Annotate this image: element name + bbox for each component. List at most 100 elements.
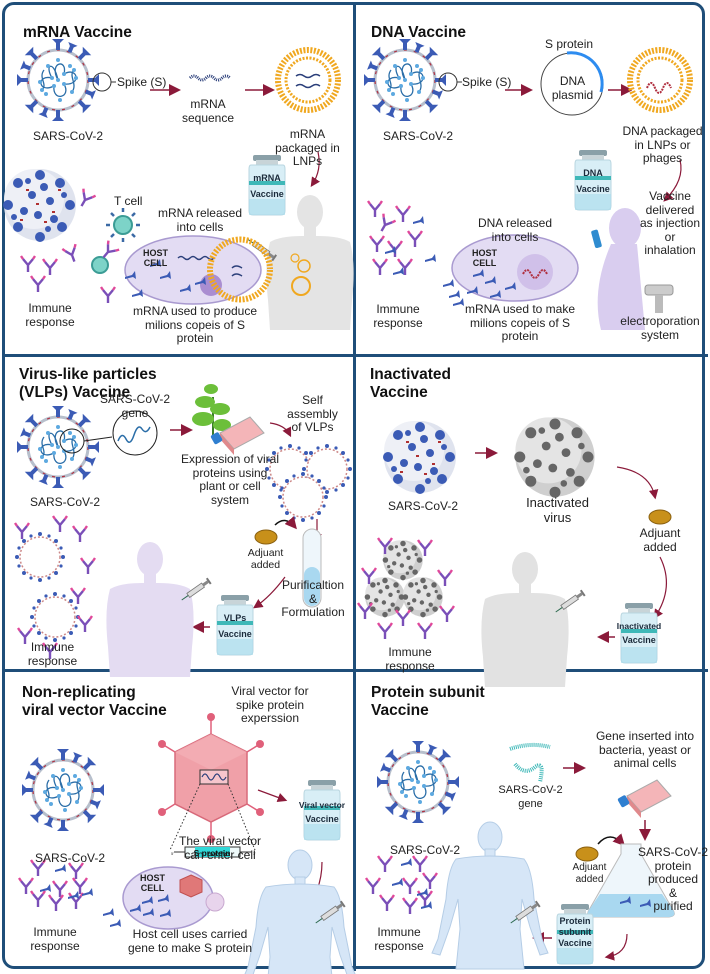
purification-label: Purificaltion&Formulation xyxy=(281,578,345,619)
vaccine-vial-icon xyxy=(574,149,612,211)
mrna-illustration: mRNA Vaccine xyxy=(0,20,354,330)
virus-label: SARS-CoV-2 xyxy=(383,129,454,143)
plant-icon xyxy=(192,384,231,439)
arrow-icon xyxy=(310,151,320,187)
svg-text:Vaccine: Vaccine xyxy=(558,938,592,948)
vlp-illustration: VLPs Vaccine xyxy=(0,384,353,677)
lipid-nanoparticle-icon xyxy=(630,50,690,110)
arrow-icon xyxy=(616,466,659,500)
virus-label: SARS-CoV-2 xyxy=(35,851,106,865)
virus-label: SARS-CoV-2 xyxy=(388,499,459,513)
human-body-icon xyxy=(241,849,359,974)
gene-strand-icon xyxy=(509,742,551,783)
virus-3d-icon xyxy=(3,169,76,242)
row-divider-2 xyxy=(2,669,708,672)
svg-text:Vaccine: Vaccine xyxy=(305,814,339,824)
viral-vector-in-cell-icon xyxy=(179,874,203,898)
arrow-icon xyxy=(257,789,288,803)
test-tube-icon xyxy=(302,528,322,608)
row-divider-1 xyxy=(2,354,708,357)
spike-label: Spike (S) xyxy=(117,75,167,89)
svg-text:5': 5' xyxy=(171,851,174,856)
mrna-strand-icon xyxy=(188,74,232,82)
vaccine-vial-icon xyxy=(620,602,658,664)
protein-subunit-illustration: Protein subunit Vaccine xyxy=(358,722,675,970)
human-torso-icon xyxy=(106,542,194,677)
human-torso-icon xyxy=(481,552,569,687)
panel-title: mRNA Vaccine xyxy=(23,24,132,41)
virus-label: SARS-CoV-2 xyxy=(390,843,461,857)
panel-title: DNA Vaccine xyxy=(371,24,467,41)
svg-text:Vaccine: Vaccine xyxy=(218,629,252,639)
viral-vector-capsid-icon xyxy=(158,713,264,843)
panel-vlp-vaccine: Virus-like particles(VLPs) Vaccine VLPs … xyxy=(0,357,354,677)
cell-culture-flask-icon xyxy=(616,779,672,819)
sars-cov-2-virus-icon xyxy=(0,387,118,507)
vaccine-vial-icon xyxy=(216,594,254,656)
arrow-icon xyxy=(663,159,682,202)
t-cell-icon xyxy=(113,215,133,235)
arrow-icon xyxy=(653,556,668,619)
vaccine-vial-icon xyxy=(303,779,341,841)
svg-text:Vaccine: Vaccine xyxy=(250,189,284,199)
human-side-icon xyxy=(597,208,645,330)
arrow-icon xyxy=(604,933,628,961)
sars-cov-2-virus-icon xyxy=(383,421,456,494)
dna-illustration: DNA Vaccine xyxy=(345,20,709,330)
electroporation-device-icon xyxy=(644,284,674,313)
lipid-nanoparticle-icon xyxy=(278,50,338,110)
host-cell xyxy=(124,235,262,305)
sars-cov-2-virus-icon xyxy=(345,20,465,140)
virus-label: SARS-CoV-2 xyxy=(33,129,104,143)
erlenmeyer-flask-icon xyxy=(587,843,675,918)
panel-dna-vaccine: DNA Vaccine DNA Vaccine SARS-CoV-2 Spike… xyxy=(345,0,709,354)
viral-vector-illustration: 5' 3' S protein Viral vector Vaccine xyxy=(3,713,359,974)
nucleus-icon xyxy=(517,254,553,290)
adjuvant-icon xyxy=(648,509,672,525)
panel-mrna-vaccine: mRNA Vaccine mRNA Vaccine SARS-CoV xyxy=(0,0,354,354)
inactivated-illustration: Inactivated Vaccine xyxy=(356,417,672,687)
svg-text:DNA: DNA xyxy=(583,168,603,178)
virus-label: SARS-CoV-2 xyxy=(30,495,101,509)
t-cell-label: T cell xyxy=(114,194,143,208)
column-divider xyxy=(353,2,356,971)
svg-text:Inactivated: Inactivated xyxy=(617,621,661,631)
panel-title: Virus-like particles(VLPs) Vaccine xyxy=(19,366,157,401)
svg-text:3': 3' xyxy=(253,851,256,856)
inhaler-icon xyxy=(591,229,602,249)
svg-text:Vaccine: Vaccine xyxy=(576,184,610,194)
s-protein-label: S protein xyxy=(545,37,594,51)
inactivated-virus-icon xyxy=(514,417,595,498)
adjuvant-icon xyxy=(575,846,599,862)
